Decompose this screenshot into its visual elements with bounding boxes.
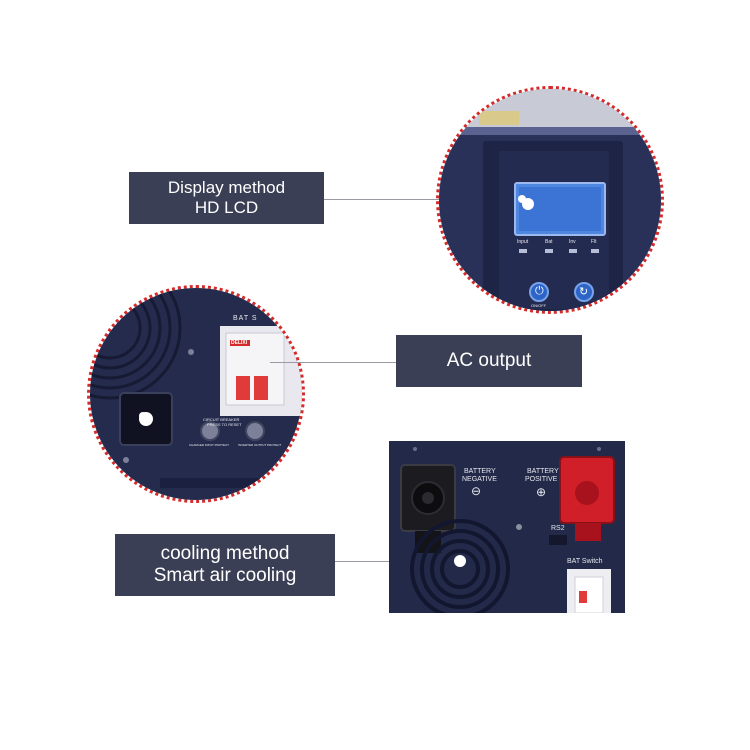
cooling-method-line1: cooling method: [160, 543, 290, 565]
ac-output-leader-line: [270, 362, 396, 363]
battery-positive-line1: BATTERY: [527, 468, 559, 475]
breaker-caption-line2: PRESS TO RESET: [207, 422, 242, 427]
rs-port-label: RS2: [551, 525, 565, 532]
power-icon: ⏻: [535, 285, 544, 297]
cooling-method-line2: Smart air cooling: [153, 565, 297, 586]
battery-negative-line2: NEGATIVE: [462, 476, 497, 483]
lcd-closeup-image: [439, 89, 661, 311]
power-button-caption: ON/OFF: [531, 303, 547, 308]
protect-right-caption: INVERTER OUTPUT PROTECT: [238, 443, 282, 447]
display-method-label: Display method HD LCD: [129, 172, 324, 224]
breaker-caption-line1: CIRCUIT BREAKER: [203, 417, 240, 422]
ac-output-label: AC output: [396, 335, 582, 387]
display-leader-line: [324, 199, 520, 200]
breaker-brand: DELIXI: [231, 340, 248, 346]
display-method-line1: Display method: [167, 178, 286, 198]
ac-output-closeup-circle: BAT S DELIXI CIRCUIT BREAKER PRESS TO RE…: [87, 285, 305, 503]
inverter-back-panel: BATTERY NEGATIVE ⊖ BATTERY POSITIVE ⊕ RS…: [389, 441, 625, 619]
refresh-icon: ↻: [579, 286, 589, 298]
minus-icon: ⊖: [471, 484, 482, 498]
lcd-indicator-input: Input: [517, 239, 529, 245]
display-leader-dot: [518, 195, 526, 203]
lcd-indicator-bat: Bat: [545, 239, 553, 245]
display-method-line2: HD LCD: [194, 198, 259, 217]
protect-left-caption: CHARGER INPUT PROTECT: [189, 443, 229, 447]
plus-icon: ⊕: [536, 485, 547, 499]
edge-hz-text: HZ: [106, 466, 114, 472]
inverter-back-panel-image: [389, 441, 625, 619]
lcd-closeup-circle: Input Bat Inv Flt ⏻ ↻ ON/OFF: [436, 86, 664, 314]
battery-positive-line2: POSITIVE: [525, 476, 558, 483]
cooling-method-label: cooling method Smart air cooling: [115, 534, 335, 596]
ac-output-text: AC output: [446, 350, 532, 372]
ac-output-leader-dot: [139, 412, 147, 420]
lcd-indicator-flt: Flt: [591, 239, 597, 245]
battery-negative-line1: BATTERY: [464, 468, 496, 475]
bat-switch-caption: BAT Switch: [567, 558, 603, 565]
bat-switch-label: BAT S: [233, 315, 258, 322]
lcd-indicator-inv: Inv: [569, 239, 576, 245]
ac-output-closeup-image: [90, 288, 302, 500]
